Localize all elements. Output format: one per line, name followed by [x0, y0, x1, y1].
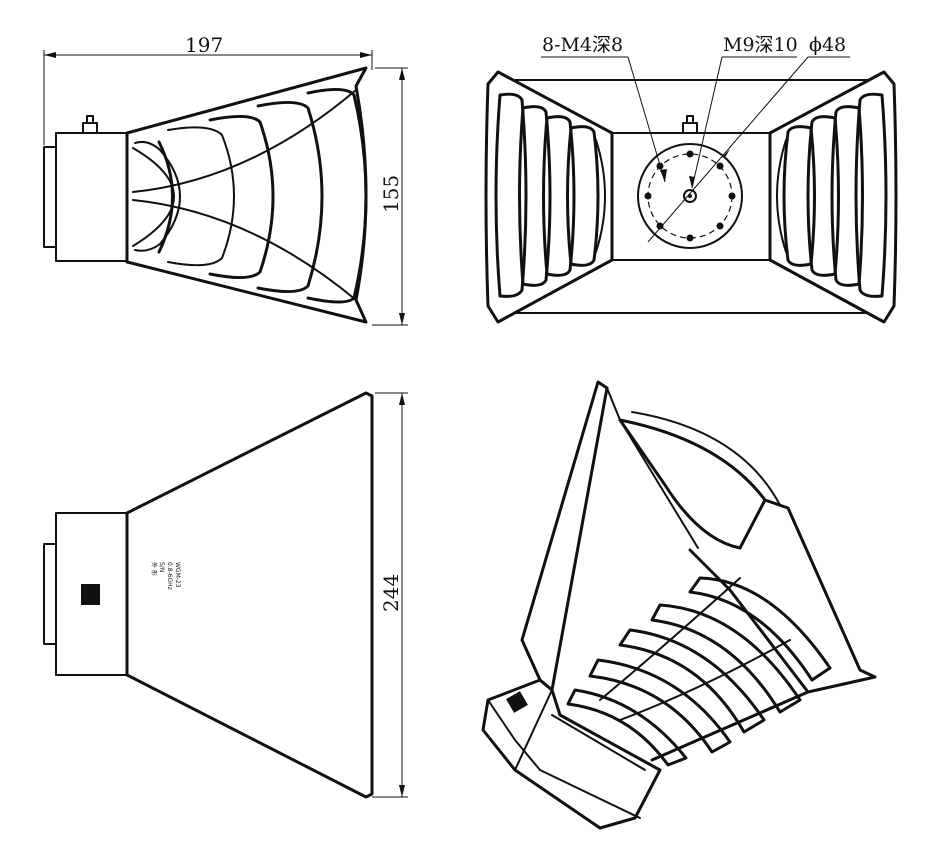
- svg-text:0.8-6GHz: 0.8-6GHz: [166, 562, 173, 590]
- dimension-width-label: 244: [379, 574, 403, 612]
- connector-body: [55, 132, 128, 262]
- center-thread-label: M9深10: [723, 34, 798, 56]
- mounting-stud: [82, 122, 98, 134]
- horn-outline-top: [125, 391, 374, 799]
- right-flare: [768, 70, 898, 324]
- connector-flange-top: [43, 543, 57, 645]
- svg-text:外 形: 外 形: [150, 562, 158, 576]
- upper-flare-plate: [520, 380, 609, 692]
- dimension-width: 244: [372, 392, 408, 798]
- connector-flange: [43, 146, 57, 248]
- left-flare: [484, 70, 614, 324]
- callout-screw-holes: 8-M4深8: [541, 34, 667, 183]
- top-view: WGM-23 0.8-6GHz S/N 外 形 244: [43, 391, 408, 799]
- nameplate-text: WGM-23 0.8-6GHz S/N 外 形: [150, 562, 181, 590]
- front-view: 8-M4深8 M9深10 ϕ48: [484, 34, 898, 324]
- dimension-height-label: 155: [379, 175, 403, 213]
- svg-text:WGM-23: WGM-23: [174, 562, 181, 588]
- horn-outline: [125, 66, 368, 324]
- isometric-view: [481, 380, 877, 830]
- diameter-label: ϕ48: [809, 34, 846, 56]
- dimension-length-label: 197: [185, 33, 223, 57]
- callout-center-thread: M9深10: [689, 34, 798, 189]
- nameplate-square: [81, 584, 100, 605]
- dimension-height: 155: [372, 67, 408, 326]
- dimension-length: 197: [43, 33, 373, 145]
- iso-connector-stud: [506, 691, 528, 713]
- screw-holes-label: 8-M4深8: [542, 34, 623, 56]
- connector-housing: [481, 678, 662, 830]
- center-thread-hole: [683, 189, 697, 203]
- mounting-plate: [637, 143, 743, 249]
- side-view: 197 155: [43, 33, 408, 326]
- callout-diameter: ϕ48: [647, 34, 850, 243]
- svg-text:S/N: S/N: [158, 562, 165, 572]
